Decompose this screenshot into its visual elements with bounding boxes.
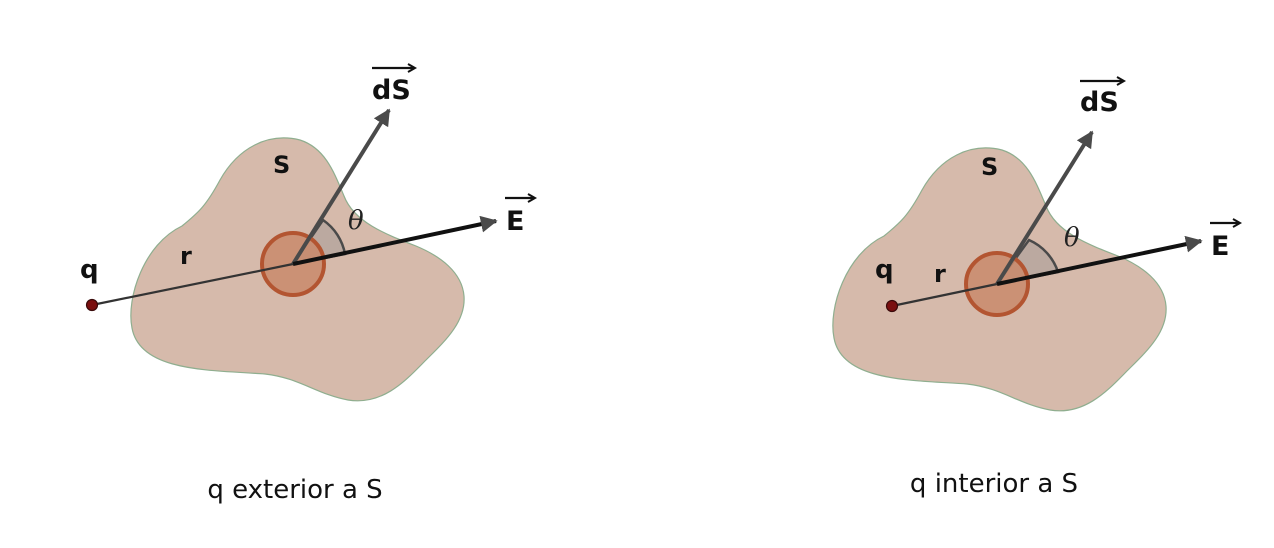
distance-label: r bbox=[180, 242, 192, 270]
point-charge-q bbox=[885, 299, 899, 313]
field-label-arrowhead bbox=[1232, 218, 1243, 228]
surface-label: S bbox=[273, 151, 290, 179]
caption-interior: q interior a S bbox=[910, 469, 1078, 499]
field-label: E bbox=[1211, 231, 1229, 262]
angle-label: θ bbox=[348, 206, 364, 236]
field-label: E bbox=[506, 206, 524, 237]
normal-vector-ds bbox=[291, 108, 391, 266]
field-label-group: E bbox=[1210, 218, 1243, 262]
field-label-arrowhead bbox=[527, 193, 538, 203]
distance-label: r bbox=[934, 260, 946, 288]
caption-exterior: q exterior a S bbox=[207, 475, 382, 505]
normal-label-arrowhead bbox=[1116, 76, 1127, 86]
normal-label: dS bbox=[372, 75, 411, 106]
distance-line bbox=[91, 262, 294, 307]
field-vector-e bbox=[996, 235, 1203, 286]
point-charge-q bbox=[85, 298, 99, 312]
normal-vector-ds bbox=[995, 130, 1094, 286]
field-vector-e bbox=[292, 215, 498, 266]
normal-label-group: dS bbox=[1080, 76, 1127, 118]
distance-line bbox=[891, 282, 998, 308]
surface-label: S bbox=[981, 153, 998, 181]
panel-exterior: q r S θ dS E q exterior a S bbox=[80, 63, 538, 505]
normal-label-group: dS bbox=[372, 63, 418, 106]
charge-label: q bbox=[80, 255, 99, 285]
panel-interior: q r S θ dS E q interior a S bbox=[832, 76, 1243, 499]
angle-label: θ bbox=[1064, 223, 1080, 253]
charge-label: q bbox=[875, 255, 894, 285]
normal-label-arrowhead bbox=[407, 63, 418, 73]
field-label-group: E bbox=[505, 193, 538, 237]
normal-label: dS bbox=[1080, 87, 1119, 118]
